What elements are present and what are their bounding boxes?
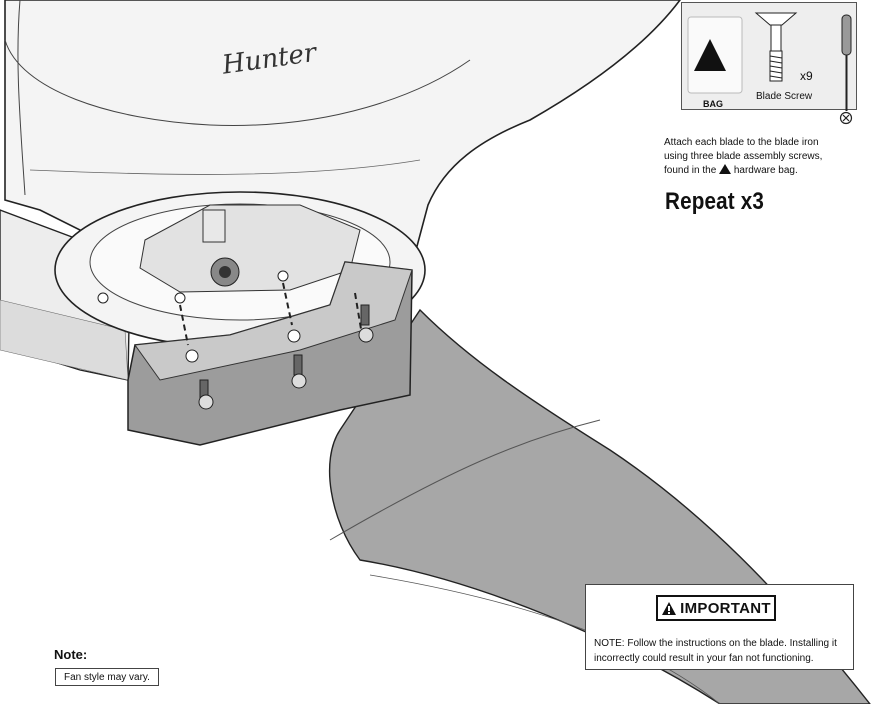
warning-icon — [662, 601, 677, 615]
plate-screw — [97, 292, 109, 304]
blade-screw — [185, 349, 214, 410]
right-blade-ridge — [329, 419, 601, 541]
alignment-lines — [179, 282, 363, 346]
right-blade-edge — [369, 574, 721, 704]
motor-shaft — [202, 209, 226, 243]
bag-label: BAG — [703, 99, 723, 109]
instruction-line: using three blade assembly screws, — [664, 151, 823, 162]
note-title: Note: — [54, 647, 88, 662]
plate-screw — [174, 292, 186, 304]
repeat-heading: Repeat x3 — [665, 188, 765, 215]
triangle-icon — [719, 164, 732, 174]
instruction-line-end: hardware bag. — [733, 165, 798, 176]
screw-icon — [754, 12, 798, 82]
screw-quantity: x9 — [800, 69, 813, 83]
triangle-icon — [694, 39, 726, 71]
instruction-line: Attach each blade to the blade iron — [664, 137, 819, 148]
instruction-line-start: found in the — [664, 165, 717, 176]
screwdriver-icon — [841, 14, 852, 111]
screw-label: Blade Screw — [756, 91, 813, 102]
important-title: IMPORTANT — [680, 599, 771, 617]
instruction-line: found in the hardware bag. — [664, 164, 864, 178]
blade-screw — [287, 329, 307, 389]
blade-mount-top — [134, 261, 413, 381]
blade-screw — [358, 304, 374, 343]
important-note: NOTE: Follow the instructions on the bla… — [594, 638, 837, 664]
phillips-head-icon — [839, 111, 853, 125]
housing-seam — [29, 159, 421, 175]
housing-left-edge — [17, 0, 26, 196]
hardware-box: BAG x9 Blade Screw — [681, 2, 857, 111]
important-box: IMPORTANT NOTE: Follow the instructions … — [585, 584, 854, 670]
important-badge: IMPORTANT — [656, 595, 776, 621]
note-text: Fan style may vary. — [55, 668, 159, 686]
instructions-text: Attach each blade to the blade iron usin… — [664, 136, 864, 178]
plate-screw — [277, 270, 289, 282]
housing-top-edge — [4, 39, 471, 126]
motor-hub-center — [219, 266, 231, 278]
